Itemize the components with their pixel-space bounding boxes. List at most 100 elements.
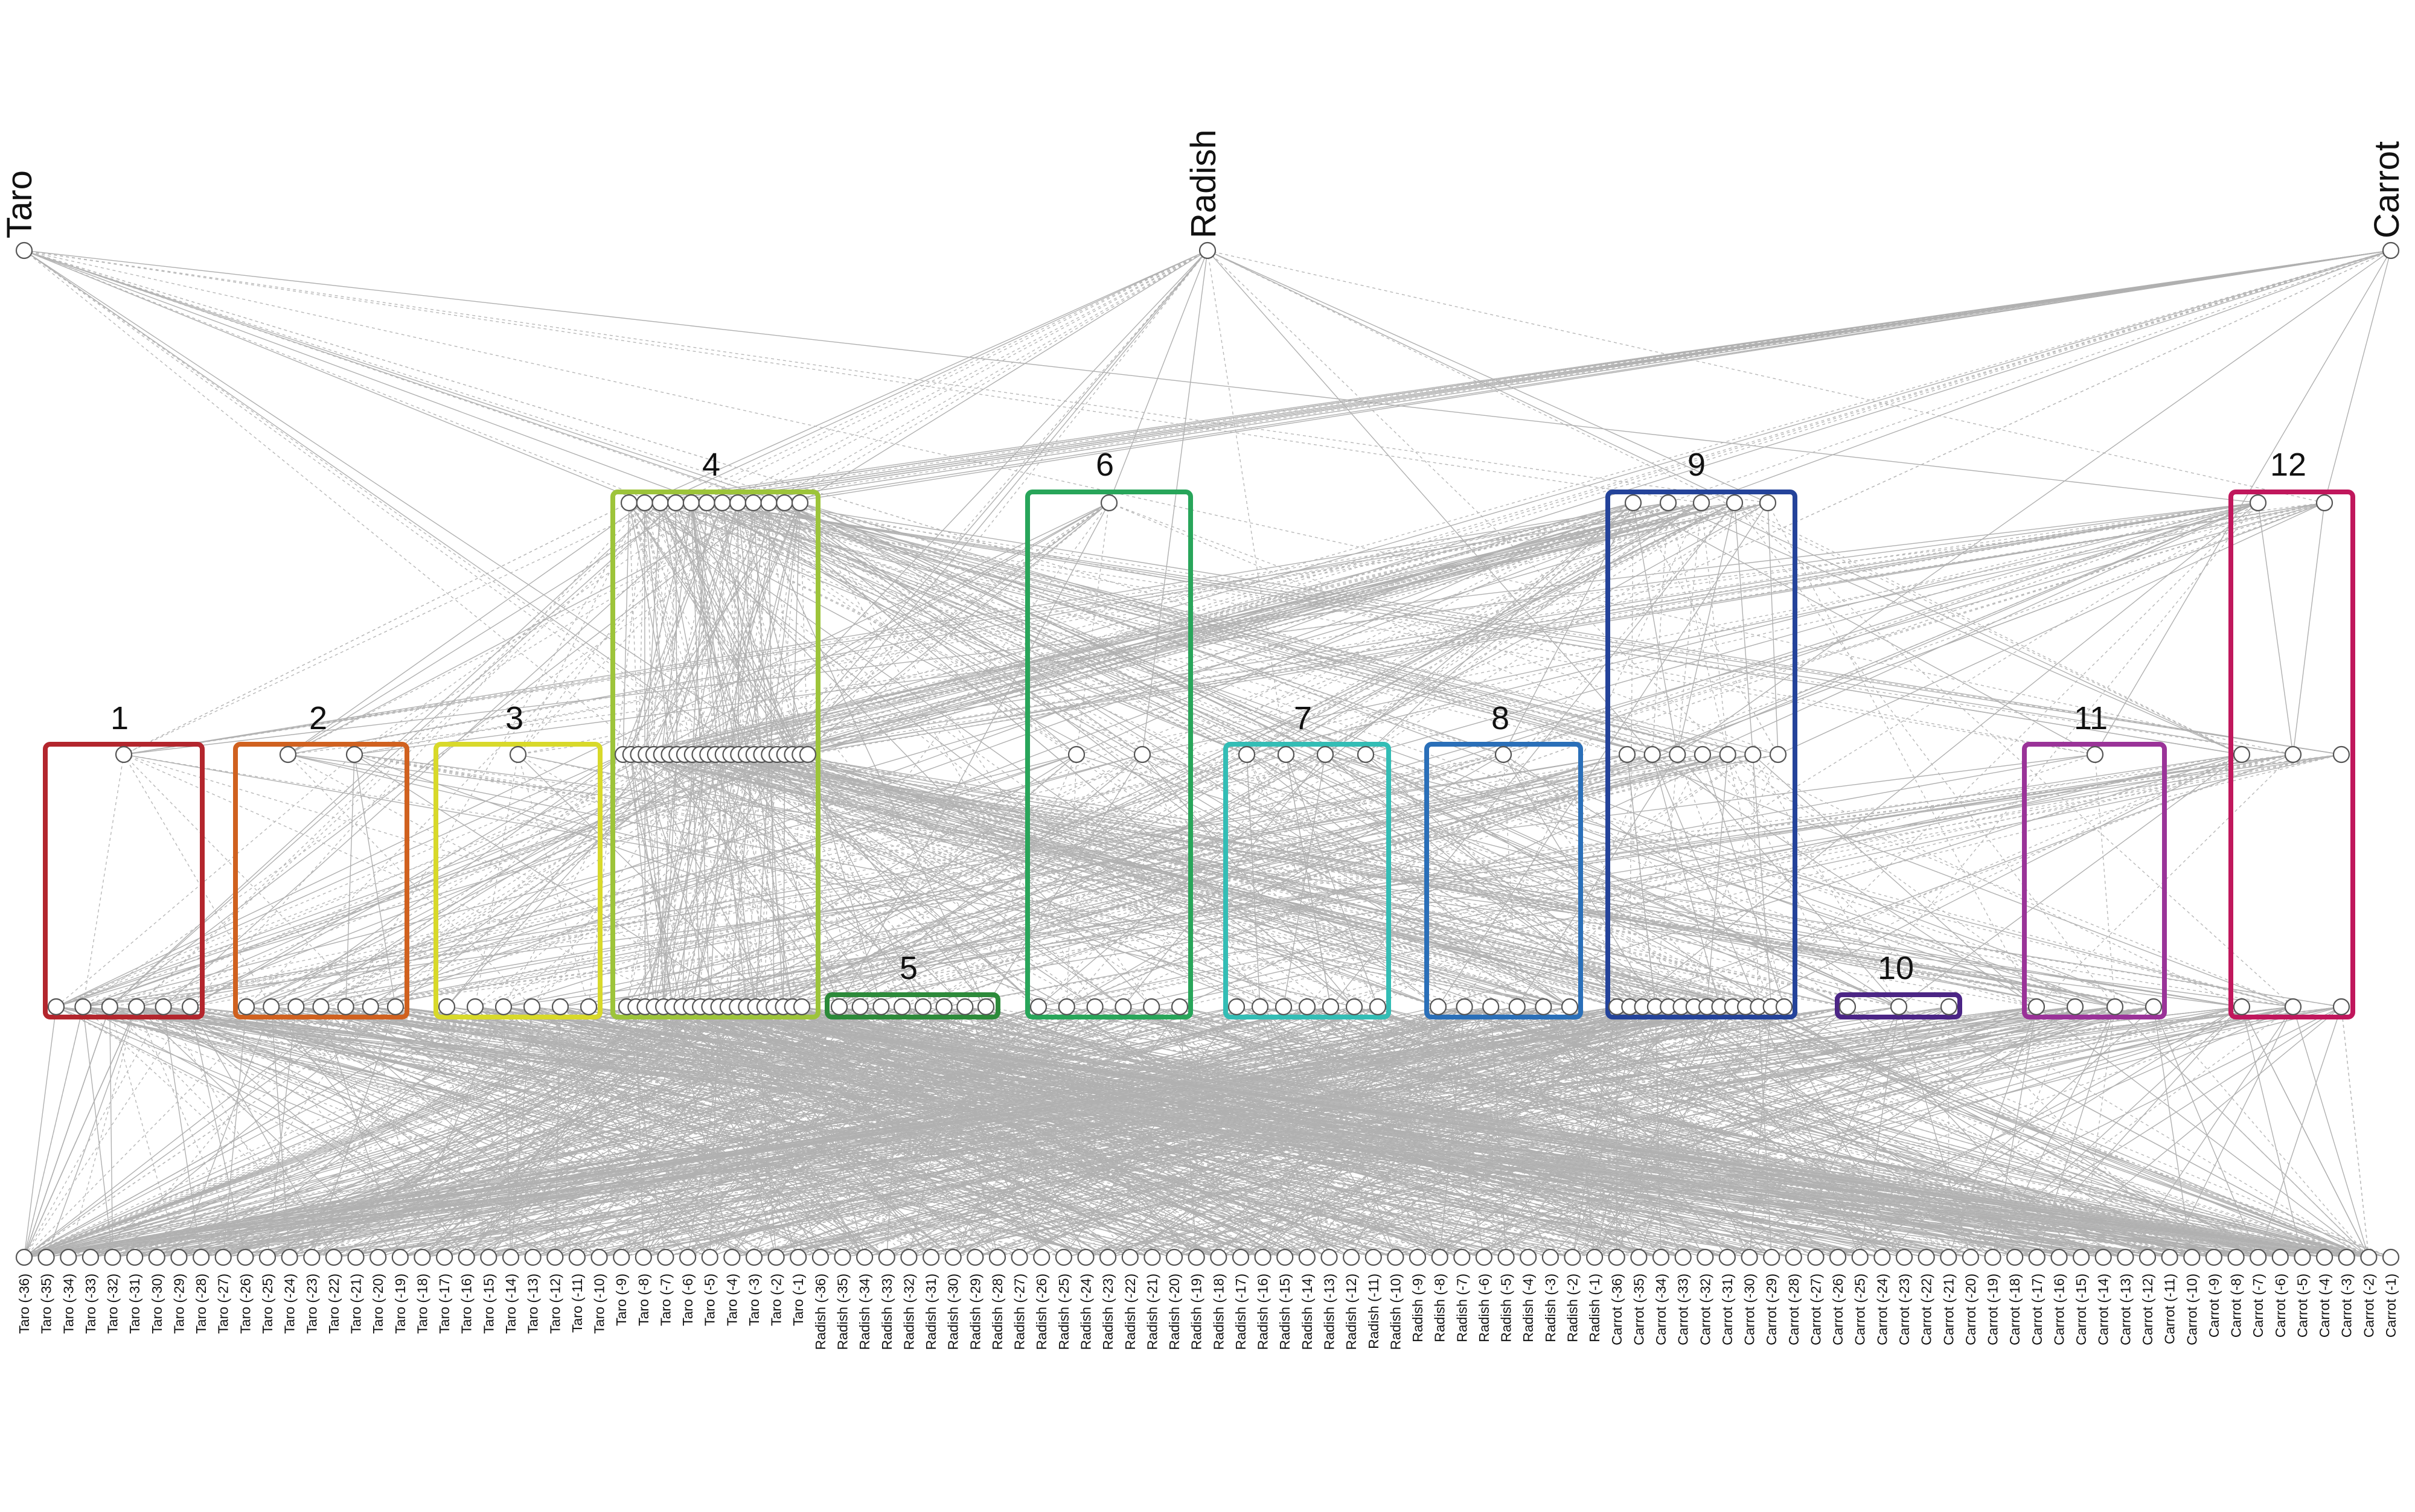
group-1-node [156, 999, 171, 1015]
bottom-node-label: Radish (-13) [1321, 1274, 1337, 1350]
bottom-node [1808, 1249, 1824, 1265]
bottom-node [2383, 1249, 2399, 1265]
group-9-node [1695, 747, 1710, 762]
bottom-node-label: Radish (-21) [1144, 1274, 1160, 1350]
bottom-node-label: Radish (-9) [1410, 1274, 1425, 1342]
bottom-node-label: Radish (-3) [1543, 1274, 1558, 1342]
group-6-node [1069, 747, 1084, 762]
edge-layer [24, 250, 2391, 1257]
bottom-node [724, 1249, 740, 1265]
bottom-node [1653, 1249, 1669, 1265]
group-edge [802, 503, 1735, 1007]
bottom-node-label: Carrot (-27) [1808, 1274, 1823, 1345]
bottom-node-label: Taro (-34) [60, 1274, 76, 1334]
group-3-node [467, 999, 483, 1015]
bottom-node [1476, 1249, 1492, 1265]
bottom-node [370, 1249, 386, 1265]
group-2-node [338, 999, 354, 1015]
root-edge [1208, 250, 2324, 503]
bottom-node [1963, 1249, 1978, 1265]
bottom-node [1255, 1249, 1271, 1265]
group-9-node [1745, 747, 1761, 762]
bottom-node-label: Radish (-20) [1166, 1274, 1182, 1350]
bottom-node-label: Radish (-23) [1100, 1274, 1116, 1350]
bottom-node-label: Carrot (-15) [2073, 1274, 2089, 1345]
bottom-node [1499, 1249, 1514, 1265]
group-4-node [792, 495, 808, 511]
group-edge [722, 503, 1503, 754]
bottom-node [414, 1249, 430, 1265]
carrot-root-label: Carrot [2367, 141, 2407, 238]
group-4-node [794, 999, 810, 1015]
bottom-node [1454, 1249, 1470, 1265]
bottom-node [790, 1249, 806, 1265]
bottom-node-label: Taro (-15) [481, 1274, 496, 1334]
group-edge [1076, 503, 1109, 754]
group-7-node [1317, 747, 1333, 762]
group-box-3 [436, 744, 600, 1017]
group-2-node [313, 999, 329, 1015]
bottom-node [613, 1249, 629, 1265]
bottom-node-label: Radish (-30) [945, 1274, 961, 1350]
bottom-node [105, 1249, 121, 1265]
root-edge [1208, 250, 1768, 503]
bottom-node [879, 1249, 895, 1265]
group-label-10: 10 [1878, 950, 1914, 986]
root-edge [1677, 250, 2391, 754]
group-8-node [1483, 999, 1499, 1015]
root-edge [2324, 250, 2391, 503]
bottom-node-label: Taro (-18) [414, 1274, 430, 1334]
bottom-node-label: Radish (-34) [857, 1274, 872, 1350]
bottom-node [1675, 1249, 1691, 1265]
bottom-node [990, 1249, 1005, 1265]
bottom-node [1322, 1249, 1337, 1265]
bottom-node-label: Radish (-31) [923, 1274, 939, 1350]
group-11-node [2107, 999, 2123, 1015]
bottom-node [481, 1249, 496, 1265]
root-edge [722, 250, 1208, 503]
group-edge [110, 503, 661, 1007]
bottom-node-label: Radish (-33) [879, 1274, 895, 1350]
bottom-node-label: Taro (-9) [613, 1274, 629, 1326]
group-12-node [2234, 999, 2250, 1015]
bottom-node-label: Radish (-7) [1454, 1274, 1470, 1342]
root-edge [24, 250, 784, 503]
bottom-node [2052, 1249, 2067, 1265]
bottom-node [1874, 1249, 1890, 1265]
group-edge [1286, 754, 1758, 1007]
root-edge [746, 250, 2391, 754]
bottom-node-label: Taro (-17) [437, 1274, 452, 1334]
group-4-node [653, 495, 668, 511]
group-edge [1681, 754, 1779, 1007]
group-edge [2258, 503, 2293, 754]
group-12-node [2234, 747, 2250, 762]
leaf-edge [24, 1007, 83, 1257]
bottom-node [39, 1249, 54, 1265]
group-9-node [1776, 999, 1792, 1015]
bottom-node [437, 1249, 452, 1265]
group-edge [1847, 503, 2258, 1007]
group-edge [793, 754, 1439, 1007]
bottom-node-label: Carrot (-34) [1653, 1274, 1669, 1345]
group-11-node [2029, 999, 2044, 1015]
bottom-node-label: Taro (-28) [193, 1274, 209, 1334]
group-10-node [1891, 999, 1907, 1015]
group-4-node [699, 495, 715, 511]
root-edge [24, 250, 646, 754]
bottom-node-label: Radish (-14) [1299, 1274, 1315, 1350]
bottom-node [2184, 1249, 2199, 1265]
bottom-node [2295, 1249, 2311, 1265]
group-4-node [800, 747, 816, 762]
group-7-node [1229, 999, 1244, 1015]
bottom-node-label: Carrot (-26) [1830, 1274, 1846, 1345]
bottom-node [2029, 1249, 2045, 1265]
group-1-node [129, 999, 144, 1015]
bottom-node-label: Carrot (-4) [2317, 1274, 2332, 1338]
bottom-node [2096, 1249, 2111, 1265]
bottom-node-label: Radish (-29) [967, 1274, 983, 1350]
group-1-node [75, 999, 91, 1015]
group-edge [1652, 754, 1759, 1007]
bottom-node [260, 1249, 275, 1265]
group-6-node [1172, 999, 1188, 1015]
